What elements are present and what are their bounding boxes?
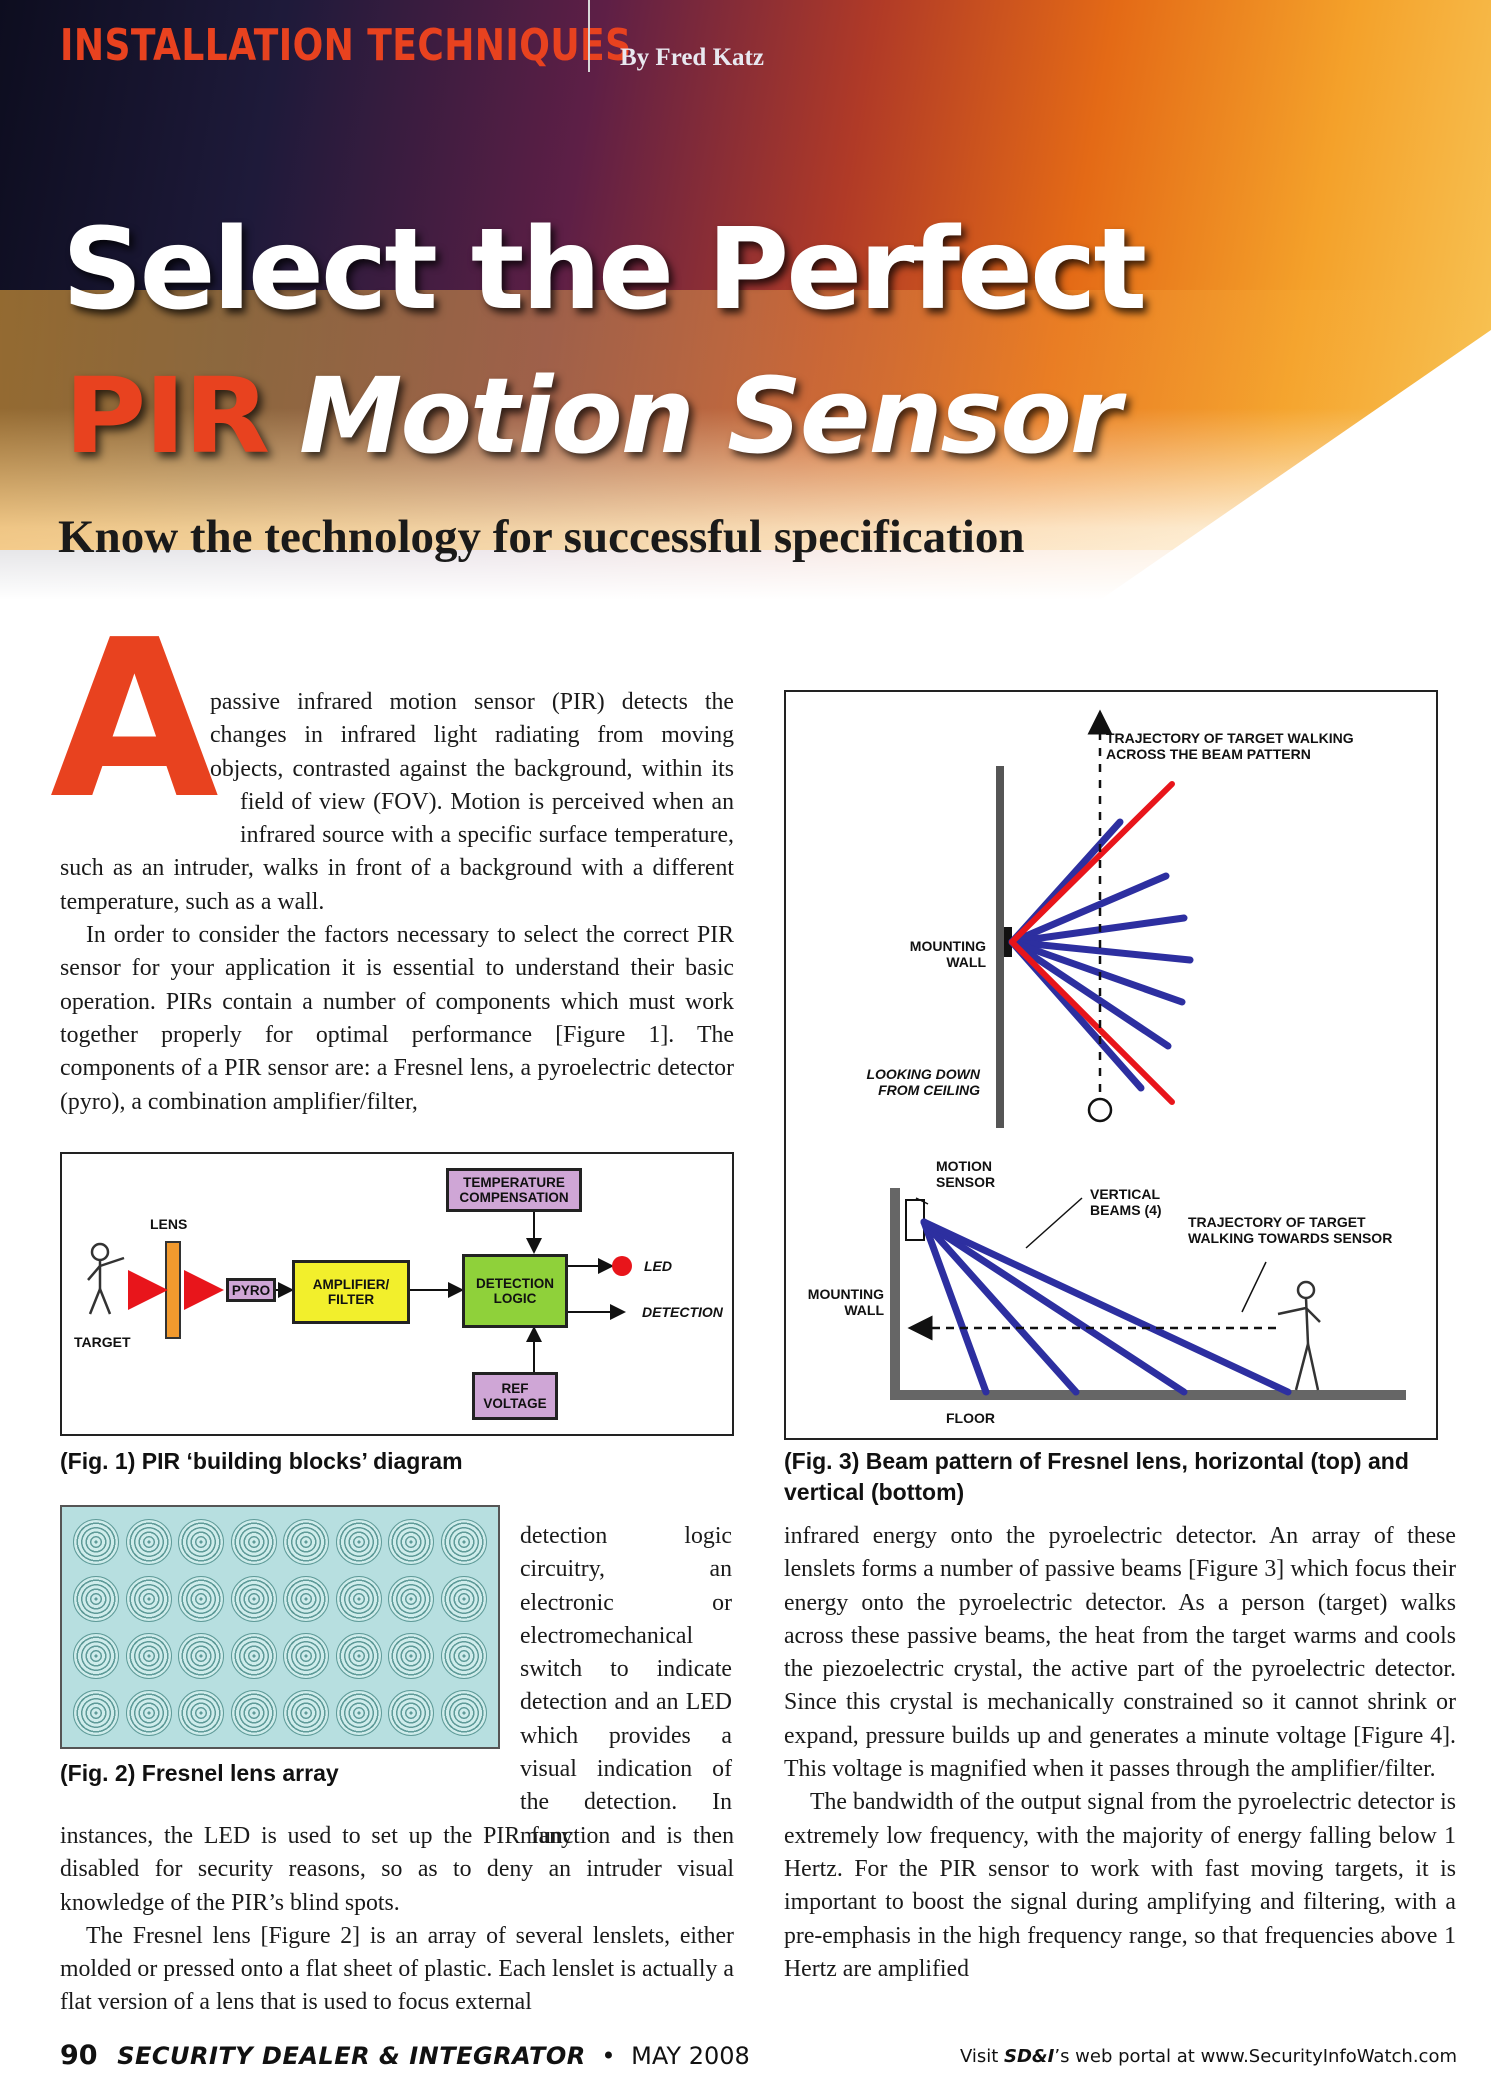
- footer-separator: •: [601, 2042, 616, 2070]
- top-mounting-wall: [996, 766, 1004, 1128]
- paragraph-4: The Fresnel lens [Figure 2] is an array …: [60, 1922, 734, 2016]
- paragraph-2: In order to consider the factors necessa…: [60, 922, 734, 1115]
- lenslet: [73, 1575, 120, 1622]
- lenslet: [283, 1689, 330, 1736]
- footer-portal: ’s web portal at www.SecurityInfoWatch.c…: [1054, 2046, 1457, 2067]
- drop-cap: A: [50, 594, 219, 847]
- target-label: TARGET: [74, 1334, 131, 1350]
- lenslet: [178, 1632, 225, 1679]
- amplifier-filter-block: AMPLIFIER/FILTER: [292, 1260, 410, 1324]
- lenslet: [230, 1518, 277, 1565]
- lenslet: [178, 1575, 225, 1622]
- floor-label: FLOOR: [946, 1410, 995, 1426]
- drop-cap-space-a: [60, 686, 210, 818]
- footer-brand: SD&I: [1004, 2046, 1055, 2067]
- footer-right: Visit SD&I’s web portal at www.SecurityI…: [959, 2046, 1457, 2067]
- paragraph-5: infrared energy onto the pyroelectric de…: [784, 1523, 1456, 1783]
- lenslet: [230, 1575, 277, 1622]
- title-pir: PIR: [64, 355, 270, 477]
- title-motion-sensor: Motion Sensor: [299, 355, 1121, 477]
- lenslet: [283, 1632, 330, 1679]
- lenslet: [230, 1689, 277, 1736]
- lenslet: [73, 1518, 120, 1565]
- section-divider: [588, 0, 590, 72]
- lenslet: [388, 1518, 435, 1565]
- lenslet: [125, 1575, 172, 1622]
- lenslet: [178, 1518, 225, 1565]
- paragraph-3-narrow: detection logic circuitry, an electronic…: [520, 1523, 732, 1849]
- lenslet: [388, 1575, 435, 1622]
- lenslet: [283, 1518, 330, 1565]
- section-label: INSTALLATION TECHNIQUES: [60, 20, 632, 71]
- paragraph-3-wide: instances, the LED is used to set up the…: [60, 1823, 734, 1916]
- paragraph-1: passive infrared motion sensor (PIR) det…: [60, 686, 734, 919]
- detection-label: DETECTION: [642, 1304, 723, 1320]
- lenslet: [440, 1518, 487, 1565]
- figure-3-diagram: [890, 709, 1406, 1400]
- lenslet: [335, 1575, 382, 1622]
- magazine-name: SECURITY DEALER & INTEGRATOR: [117, 2042, 586, 2070]
- lenslet: [125, 1518, 172, 1565]
- lenslet: [73, 1632, 120, 1679]
- lenslet: [440, 1575, 487, 1622]
- lenslet: [440, 1689, 487, 1736]
- pyro-block: PYRO: [226, 1278, 276, 1302]
- fresnel-lens-array: [60, 1505, 500, 1749]
- floor-line: [890, 1390, 1406, 1400]
- title-line-1: Select the Perfect: [62, 205, 1147, 335]
- left-column-bottom: instances, the LED is used to set up the…: [60, 1820, 734, 2020]
- paragraph-1-wrap: passive infrared motion sensor (PIR) det…: [60, 686, 734, 1119]
- subtitle: Know the technology for successful speci…: [58, 511, 1025, 563]
- lenslet: [388, 1632, 435, 1679]
- lenslet: [335, 1632, 382, 1679]
- figure-1-diagram: [87, 1212, 632, 1372]
- lenslet: [388, 1689, 435, 1736]
- lens-label: LENS: [150, 1216, 188, 1232]
- lenslet: [283, 1575, 330, 1622]
- figure-3-caption: (Fig. 3) Beam pattern of Fresnel lens, h…: [784, 1448, 1409, 1505]
- led-dot: [612, 1256, 632, 1276]
- bottom-mounting-wall: [890, 1188, 900, 1400]
- figure-1-box: LENS TARGET PYRO AMPLIFIER/FILTER TEMPER…: [60, 1152, 734, 1436]
- page-number: 90: [60, 2040, 98, 2071]
- horizontal-pattern: [996, 709, 1194, 1128]
- lenslet: [335, 1689, 382, 1736]
- lenslet: [230, 1632, 277, 1679]
- paragraph-6: The bandwidth of the output signal from …: [784, 1789, 1456, 1982]
- header-banner: [0, 0, 1491, 600]
- top-sensor: [1004, 927, 1012, 957]
- figure-2-caption: (Fig. 2) Fresnel lens array: [60, 1760, 339, 1786]
- issue-date: MAY 2008: [631, 2042, 750, 2070]
- drop-cap-space-b: [60, 818, 240, 852]
- lenslet: [335, 1518, 382, 1565]
- right-column-text: infrared energy onto the pyroelectric de…: [784, 1520, 1456, 1986]
- target-figure: [87, 1242, 125, 1315]
- lenslet: [125, 1689, 172, 1736]
- footer-left: 90 SECURITY DEALER & INTEGRATOR • MAY 20…: [60, 2040, 750, 2071]
- vertical-pattern: [890, 1188, 1406, 1400]
- lens-bar: [165, 1241, 181, 1339]
- lenslet: [125, 1632, 172, 1679]
- figure-1-caption: (Fig. 1) PIR ‘building blocks’ diagram: [60, 1448, 463, 1474]
- lenslet: [73, 1689, 120, 1736]
- led-label: LED: [644, 1258, 672, 1274]
- walking-target: [1277, 1280, 1321, 1391]
- lenslet: [440, 1632, 487, 1679]
- lenslet: [178, 1689, 225, 1736]
- byline: By Fred Katz: [620, 44, 764, 71]
- target-top: [1087, 1097, 1113, 1123]
